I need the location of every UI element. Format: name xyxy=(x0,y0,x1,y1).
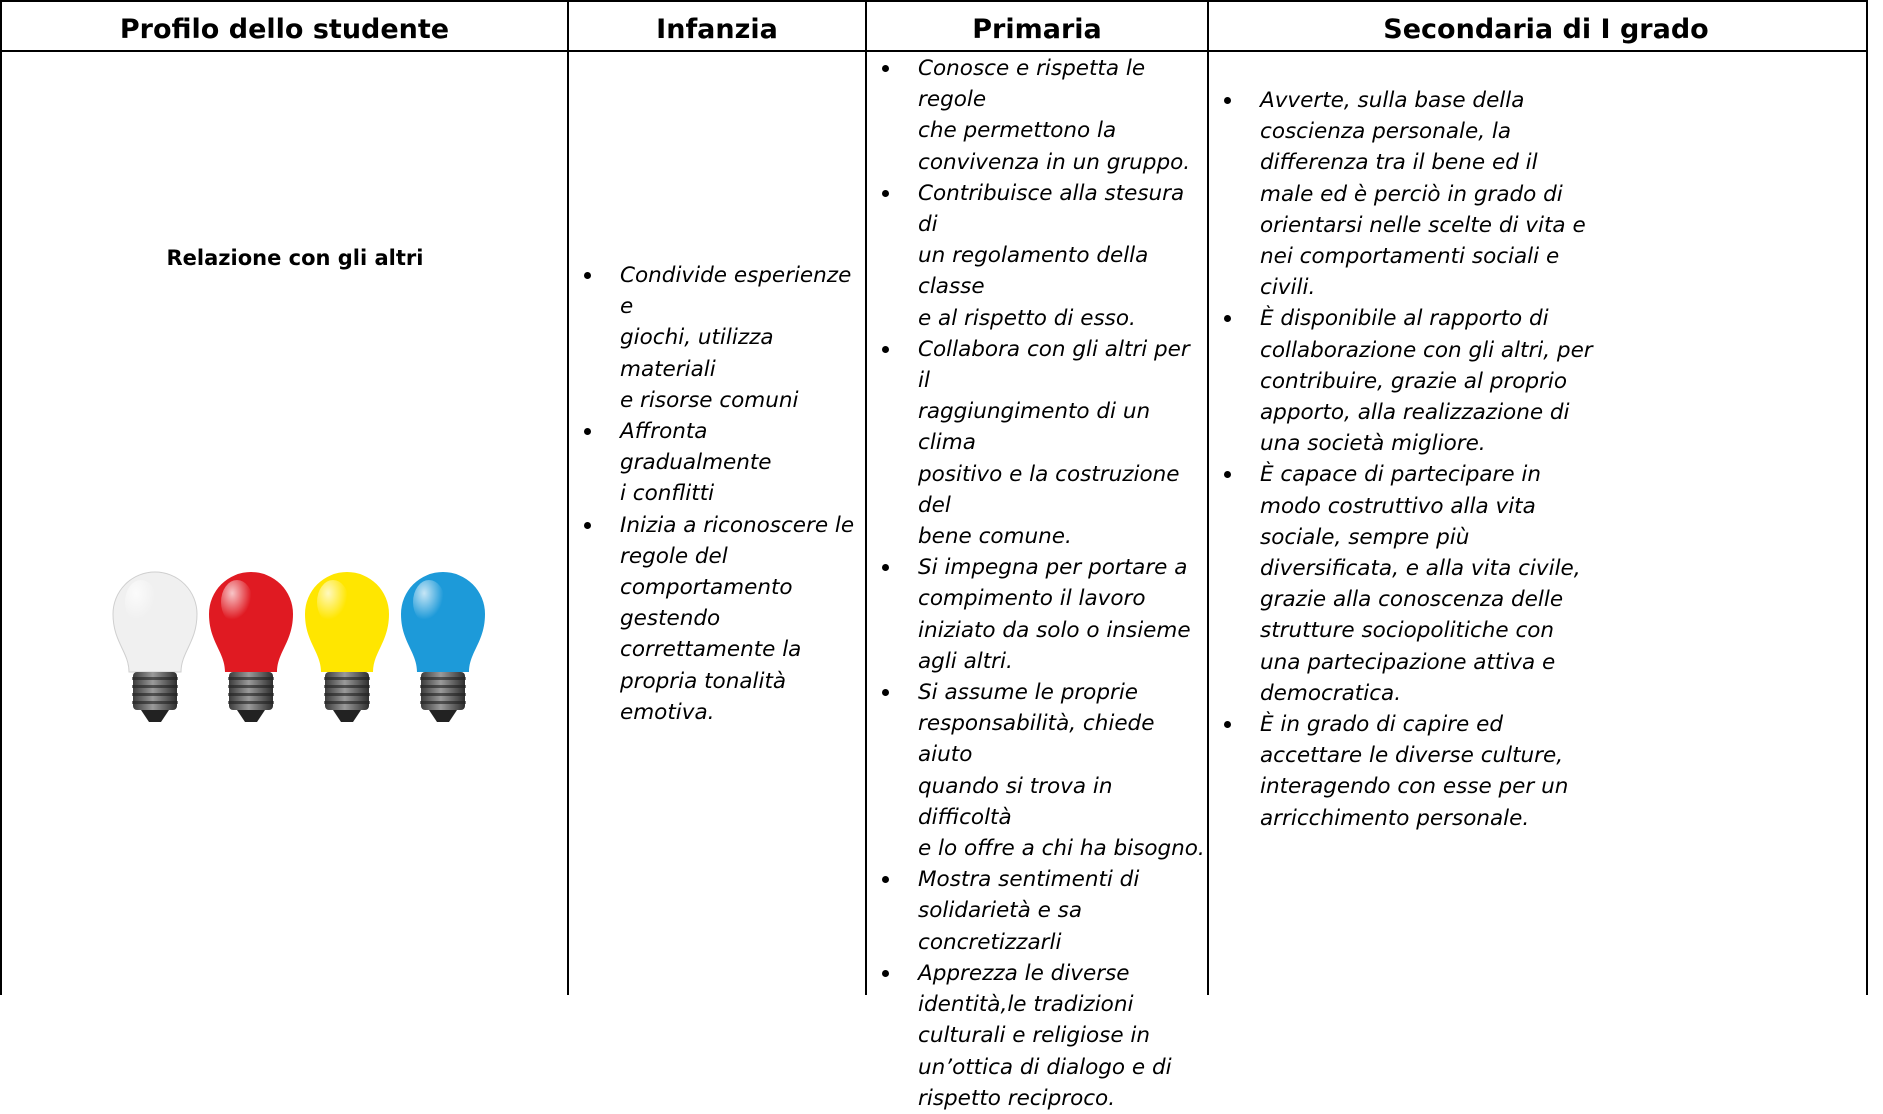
bullet-line: quando si trova in difficoltà xyxy=(918,773,1113,830)
bullet-line: culturali e religiose in xyxy=(918,1023,1150,1049)
bullet-line: iniziato da solo o insieme xyxy=(918,617,1191,643)
column-divider-2 xyxy=(865,0,867,995)
bullet-line: regole del xyxy=(620,543,728,569)
table-border-top xyxy=(0,0,1868,2)
bullet-line: È capace di partecipare in xyxy=(1260,462,1542,488)
bullet-line: coscienza personale, la xyxy=(1260,119,1512,145)
bullet-line: e al rispetto di esso. xyxy=(918,305,1136,331)
light-bulbs-illustration xyxy=(112,571,485,722)
light-bulb xyxy=(209,572,293,722)
bullet-line: raggiungimento di un clima xyxy=(918,399,1151,456)
bullet-line: Inizia a riconoscere le xyxy=(620,512,855,538)
bullet-line: propria tonalità xyxy=(620,668,787,694)
header-divider xyxy=(0,50,1868,52)
bullet-line: È in grado di capire ed xyxy=(1260,712,1503,738)
bullet-line: correttamente la xyxy=(620,637,802,663)
bullet-line: strutture sociopolitiche con xyxy=(1260,618,1555,644)
bullet-line: Mostra sentimenti di xyxy=(918,867,1140,893)
bullet-line: identità,le tradizioni xyxy=(918,992,1134,1018)
bullet-item: Mostra sentimenti di solidarietà e sa conc… xyxy=(877,864,1207,958)
bullet-line: giochi, utilizza materiali xyxy=(620,325,774,382)
header-profile: Profilo dello studente xyxy=(119,14,450,45)
bullet-line: modo costruttivo alla vita xyxy=(1260,493,1536,519)
light-bulb xyxy=(112,571,198,722)
bullet-line: un’ottica di dialogo e di xyxy=(918,1054,1172,1080)
bullet-item: È capace di partecipare in modo costrutti… xyxy=(1219,459,1883,709)
bullet-line: Affronta gradualmente xyxy=(620,419,772,476)
header-infanzia: Infanzia xyxy=(656,14,778,45)
bullet-line: Conosce e rispetta le regole xyxy=(918,56,1146,113)
bullet-line: positivo e la costruzione del xyxy=(918,461,1180,518)
bullet-item: Avverte, sulla base della coscienza perso… xyxy=(1219,85,1883,303)
bullet-line: i conflitti xyxy=(620,481,715,507)
bullet-line: e lo offre a chi ha bisogno. xyxy=(918,836,1205,862)
bullet-line: Avverte, sulla base della xyxy=(1260,88,1525,113)
bullet-line: collaborazione con gli altri, per xyxy=(1260,337,1593,363)
bullet-line: Si impegna per portare a xyxy=(918,555,1188,581)
bullet-line: una partecipazione attiva e xyxy=(1260,649,1556,675)
bullet-line: convivenza in un gruppo. xyxy=(918,149,1191,175)
bullet-line: sociale, sempre più xyxy=(1260,524,1470,550)
bullet-line: compimento il lavoro xyxy=(918,586,1146,612)
bullet-line: emotiva. xyxy=(620,699,715,725)
bullet-line: Si assume le proprie xyxy=(918,680,1139,706)
bullet-line: orientarsi nelle scelte di vita e xyxy=(1260,212,1586,238)
bullet-item: Affronta gradualmente i conflitti xyxy=(579,416,861,510)
bullet-line: Condivide esperienze e xyxy=(620,263,852,320)
bullet-line: grazie alla conoscenza delle xyxy=(1260,587,1564,613)
row-label: Relazione con gli altri xyxy=(166,246,424,270)
header-primaria: Primaria xyxy=(972,14,1102,45)
bullet-line: Collabora con gli altri per il xyxy=(918,336,1190,394)
bullet-line: gestendo xyxy=(620,606,721,632)
bullet-line: apporto, alla realizzazione di xyxy=(1260,400,1570,426)
bullet-line: comportamento xyxy=(620,575,793,601)
column-divider-3 xyxy=(1207,0,1209,995)
header-secondaria: Secondaria di I grado xyxy=(1383,14,1709,45)
bullet-line: che permettono la xyxy=(918,118,1117,144)
secondaria-list: Avverte, sulla base della coscienza perso… xyxy=(1219,85,1883,834)
bullet-line: rispetto reciproco. xyxy=(918,1085,1116,1111)
bullet-line: male ed è perciò in grado di xyxy=(1260,181,1563,207)
bullet-line: È disponibile al rapporto di xyxy=(1260,306,1549,332)
bullet-line: responsabilità, chiede aiuto xyxy=(918,711,1155,768)
bullet-line: contribuire, grazie al proprio xyxy=(1260,368,1568,394)
bullet-line: bene comune. xyxy=(918,524,1072,550)
column-divider-1 xyxy=(567,0,569,995)
bullet-item: Conosce e rispetta le regole che permetto… xyxy=(877,53,1207,178)
bullet-line: Contribuisce alla stesura di xyxy=(918,180,1185,238)
bullet-line: una società migliore. xyxy=(1260,431,1486,457)
bullet-item: Apprezza le diverse identità,le tradizion… xyxy=(877,958,1207,1114)
bullet-line: civili. xyxy=(1260,275,1316,301)
bullet-line: agli altri. xyxy=(918,648,1013,674)
bullet-line: arricchimento personale. xyxy=(1260,805,1530,831)
bullet-line: accettare le diverse culture, xyxy=(1260,743,1564,769)
light-bulb xyxy=(401,572,485,722)
bullet-line: democratica. xyxy=(1260,680,1402,706)
light-bulb xyxy=(305,572,389,722)
bullet-line: concretizzarli xyxy=(918,929,1062,955)
table-border-left xyxy=(0,0,2,995)
bullet-line: differenza tra il bene ed il xyxy=(1260,150,1538,176)
bullet-line: nei comportamenti sociali e xyxy=(1260,244,1560,270)
bullet-item: Inizia a riconoscere le regole del comport… xyxy=(579,510,861,728)
bullet-line: solidarietà e sa xyxy=(918,898,1083,924)
bullet-line: diversificata, e alla vita civile, xyxy=(1260,556,1581,582)
bullet-line: e risorse comuni xyxy=(620,387,799,413)
bullet-line: interagendo con esse per un xyxy=(1260,774,1569,800)
primaria-list: Conosce e rispetta le regole che permetto… xyxy=(877,53,1207,1114)
bullet-item: Si assume le proprie responsabilità, chie… xyxy=(877,677,1207,864)
bullet-item: È disponibile al rapporto di collaborazio… xyxy=(1219,303,1883,459)
bullet-item: Si impegna per portare a compimento il la… xyxy=(877,552,1207,677)
bullet-line: un regolamento della classe xyxy=(918,243,1149,300)
bullet-item: È in grado di capire ed accettare le dive… xyxy=(1219,709,1883,834)
bullet-line: Apprezza le diverse xyxy=(918,960,1130,986)
